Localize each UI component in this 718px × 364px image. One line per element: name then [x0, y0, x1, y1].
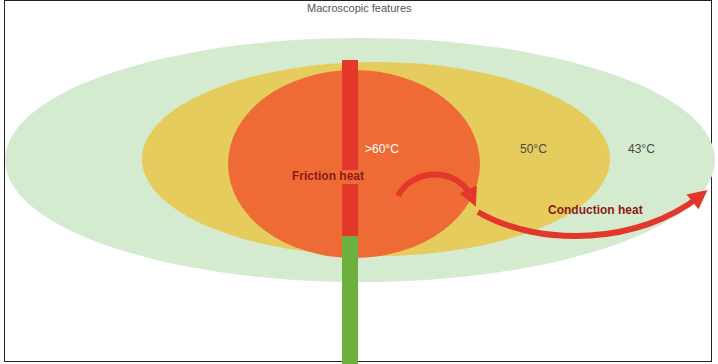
rod-cool-part: [342, 236, 358, 364]
diagram-title: Macroscopic features: [307, 2, 412, 15]
temperature-label: >60°C: [365, 143, 399, 157]
rod-hot-part: [342, 60, 358, 236]
temperature-zone: 43°C 50°C >60°C Friction heat: [5, 38, 715, 282]
zone-label: Friction heat: [290, 170, 366, 184]
temperature-zone: 50°C >60°C Friction heat: [142, 62, 610, 256]
friction-arrow: [398, 175, 472, 199]
temperature-label: 43°C: [628, 143, 655, 157]
temperature-label: 50°C: [520, 143, 547, 157]
conduction-arrow: [478, 196, 700, 236]
arrow-label: Conduction heat: [548, 204, 643, 218]
